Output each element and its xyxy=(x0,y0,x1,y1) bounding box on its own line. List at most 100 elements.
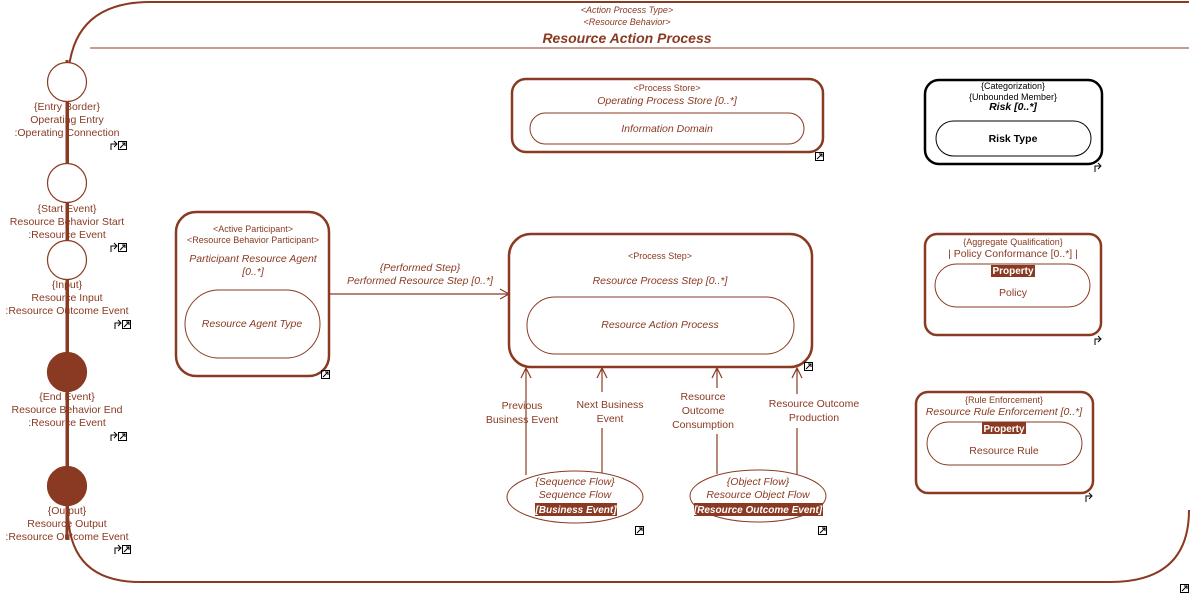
expand-icon[interactable] xyxy=(122,320,131,329)
risk-title: Risk [0..*] xyxy=(989,101,1037,113)
arrowhead xyxy=(791,366,803,379)
port-label: Resource Behavior Start xyxy=(10,216,124,228)
expand-icon[interactable] xyxy=(321,370,330,379)
port-label: {Entry Border} xyxy=(34,101,100,113)
participant-multiplicity: [0..*] xyxy=(241,266,265,278)
up-arrow-icon[interactable] xyxy=(110,242,118,252)
resource-agent-type-label: Resource Agent Type xyxy=(202,318,303,330)
step-title: Resource Process Step [0..*] xyxy=(593,275,729,287)
business-event-tag-label: [Business Event] xyxy=(534,505,617,516)
sequence-flow-stereotype: {Sequence Flow} xyxy=(535,476,615,488)
risk-type-box[interactable] xyxy=(935,120,1092,157)
expand-icon[interactable] xyxy=(818,526,827,535)
participant-title: Participant Resource Agent xyxy=(189,253,318,265)
participant-stereotype-1: <Active Participant> xyxy=(213,224,293,234)
resource-action-process-label: Resource Action Process xyxy=(601,319,719,331)
port-label: :Resource Event xyxy=(28,417,106,429)
information-domain-label: Information Domain xyxy=(621,123,713,135)
risk-type-label: Risk Type xyxy=(989,133,1038,145)
expand-icon[interactable] xyxy=(122,545,131,554)
port-label: :Resource Outcome Event xyxy=(5,531,128,543)
end-event-port[interactable] xyxy=(46,351,88,393)
port-label: {Input} xyxy=(52,279,83,291)
resource-rule-box[interactable] xyxy=(926,421,1083,466)
resource-agent-type-box[interactable] xyxy=(184,289,321,359)
expand-icon[interactable] xyxy=(1180,584,1189,593)
step-stereotype: <Process Step> xyxy=(628,251,692,261)
arrowhead xyxy=(596,366,608,379)
policy-title: | Policy Conformance [0..*] | xyxy=(948,248,1078,260)
port-label: Resource Input xyxy=(31,292,102,304)
business-event-tag xyxy=(535,503,617,516)
policy-box[interactable] xyxy=(934,263,1091,308)
port-label: :Operating Connection xyxy=(14,127,119,139)
consumption-label: Outcome xyxy=(682,405,725,417)
previous-event-label: Business Event xyxy=(486,414,558,426)
process-frame xyxy=(67,1,1190,583)
production-label: Production xyxy=(789,412,839,424)
port-label: {Output} xyxy=(48,505,87,517)
rule-stereotype: {Rule Enforcement} xyxy=(965,395,1043,405)
rule-property-tag xyxy=(982,422,1026,434)
arrowhead xyxy=(520,366,532,379)
port-label: Operating Entry xyxy=(30,114,104,126)
expand-icon[interactable] xyxy=(815,152,824,161)
header-stereotype-1: <Action Process Type> xyxy=(581,5,673,15)
next-event-label: Next Business xyxy=(576,399,643,411)
start-event-port[interactable] xyxy=(46,162,88,204)
resource-outcome-event-tag-label: [Resource Outcome Event] xyxy=(693,505,823,516)
expand-icon[interactable] xyxy=(118,432,127,441)
sequence-flow-title: Sequence Flow xyxy=(539,489,613,501)
expand-icon[interactable] xyxy=(804,362,813,371)
resource-outcome-event-tag xyxy=(694,503,823,516)
performed-step-label: {Performed Step} xyxy=(380,262,461,274)
store-title: Operating Process Store [0..*] xyxy=(597,95,738,107)
input-port[interactable] xyxy=(46,239,88,281)
policy-conformance-box[interactable] xyxy=(923,232,1103,337)
resource-action-process-box[interactable] xyxy=(526,296,795,355)
arrowhead xyxy=(711,366,723,379)
next-event-label: Event xyxy=(597,413,624,425)
policy-property-tag xyxy=(991,265,1035,277)
risk-stereotype-2: {Unbounded Member} xyxy=(969,92,1057,102)
policy-label: Policy xyxy=(999,287,1028,299)
policy-stereotype: {Aggregate Qualification} xyxy=(963,237,1063,247)
up-arrow-icon[interactable] xyxy=(114,319,122,329)
port-label: Resource Behavior End xyxy=(12,404,123,416)
rule-property-tag-label: Property xyxy=(983,424,1025,435)
expand-icon[interactable] xyxy=(118,243,127,252)
rule-title: Resource Rule Enforcement [0..*] xyxy=(926,406,1083,418)
entry-border-port[interactable] xyxy=(46,61,88,103)
port-label: {End Event} xyxy=(39,391,95,403)
object-flow-title: Resource Object Flow xyxy=(706,489,811,501)
consumption-label: Consumption xyxy=(672,419,734,431)
resource-rule-label: Resource Rule xyxy=(969,445,1039,457)
port-label: {Start Event} xyxy=(38,203,97,215)
port-label: Resource Output xyxy=(27,518,106,530)
header-stereotype-2: <Resource Behavior> xyxy=(583,17,670,27)
expand-icon[interactable] xyxy=(118,141,127,150)
up-arrow-icon[interactable] xyxy=(110,431,118,441)
page-title: Resource Action Process xyxy=(542,30,711,46)
up-arrow-icon[interactable] xyxy=(1094,162,1102,172)
consumption-label: Resource xyxy=(681,391,726,403)
up-arrow-icon[interactable] xyxy=(1085,492,1093,502)
previous-event-label: Previous xyxy=(502,400,543,412)
expand-icon[interactable] xyxy=(635,526,644,535)
store-stereotype: <Process Store> xyxy=(633,83,700,93)
policy-property-tag-label: Property xyxy=(992,266,1034,277)
participant-stereotype-2: <Resource Behavior Participant> xyxy=(187,235,319,245)
performed-step-label: Performed Resource Step [0..*] xyxy=(347,275,494,287)
up-arrow-icon[interactable] xyxy=(114,544,122,554)
up-arrow-icon[interactable] xyxy=(110,140,118,150)
port-label: :Resource Event xyxy=(28,229,106,241)
object-flow-stereotype: {Object Flow} xyxy=(727,476,790,488)
production-label: Resource Outcome xyxy=(769,398,860,410)
output-port[interactable] xyxy=(46,465,88,507)
information-domain-box[interactable] xyxy=(529,112,805,145)
port-label: :Resource Outcome Event xyxy=(5,305,128,317)
rule-enforcement-box[interactable] xyxy=(914,390,1095,495)
risk-stereotype-1: {Categorization} xyxy=(981,81,1045,91)
up-arrow-icon[interactable] xyxy=(1094,335,1102,345)
